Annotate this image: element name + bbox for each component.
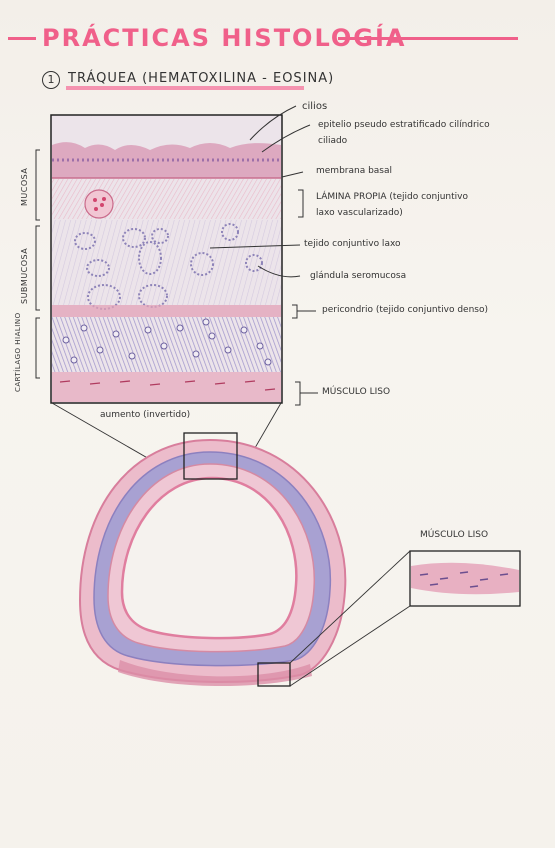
annotation-glandula: glándula seromucosa xyxy=(310,271,407,281)
title-underline-right xyxy=(338,37,518,40)
zoom-box-top xyxy=(183,432,238,480)
smooth-muscle-layer xyxy=(52,372,281,402)
label-submucosa: SUBMUCOSA xyxy=(20,247,29,304)
annotation-epitelio-1: epitelio pseudo estratificado cilíndrico xyxy=(318,120,490,130)
title-underline-left xyxy=(8,37,36,40)
blood-vessel xyxy=(84,189,114,219)
magnification-label: aumento (invertido) xyxy=(100,410,191,420)
inset-lines xyxy=(289,550,411,687)
trachea-ring xyxy=(78,438,347,687)
perichondrium xyxy=(52,305,281,317)
section-subtitle: TRÁQUEA (HEMATOXILINA - EOSINA) xyxy=(68,71,335,86)
annotation-epitelio-2: ciliado xyxy=(318,136,348,146)
layer-brackets xyxy=(35,149,40,379)
inset-label: MÚSCULO LISO xyxy=(420,530,489,540)
annotation-lamina-2: laxo vascularizado) xyxy=(316,208,403,218)
label-mucosa: MUCOSA xyxy=(20,167,29,206)
trachea-section-square xyxy=(50,114,283,404)
zoom-box-bottom xyxy=(257,662,291,687)
muscle-nuclei xyxy=(59,380,276,391)
chondrocytes xyxy=(62,318,272,366)
label-cartilago: CARTÍLAGO HIALINO xyxy=(14,312,22,392)
annotation-musculo: MÚSCULO LISO xyxy=(322,387,391,397)
annotation-conjuntivo: tejido conjuntivo laxo xyxy=(304,239,401,249)
subtitle-highlight xyxy=(66,86,304,90)
item-number: 1 xyxy=(42,71,60,89)
posterior-muscle xyxy=(118,660,312,687)
smooth-muscle-inset xyxy=(409,550,521,607)
annotation-lamina-1: LÁMINA PROPIA (tejido conjuntivo xyxy=(316,192,468,202)
annotation-pericondrio: pericondrio (tejido conjuntivo denso) xyxy=(322,305,488,315)
epithelium-layer xyxy=(52,142,281,178)
annotation-cilios: cilios xyxy=(302,101,328,112)
annotation-lines xyxy=(209,105,318,406)
lumen xyxy=(120,476,298,640)
annotation-membrana: membrana basal xyxy=(316,166,393,176)
